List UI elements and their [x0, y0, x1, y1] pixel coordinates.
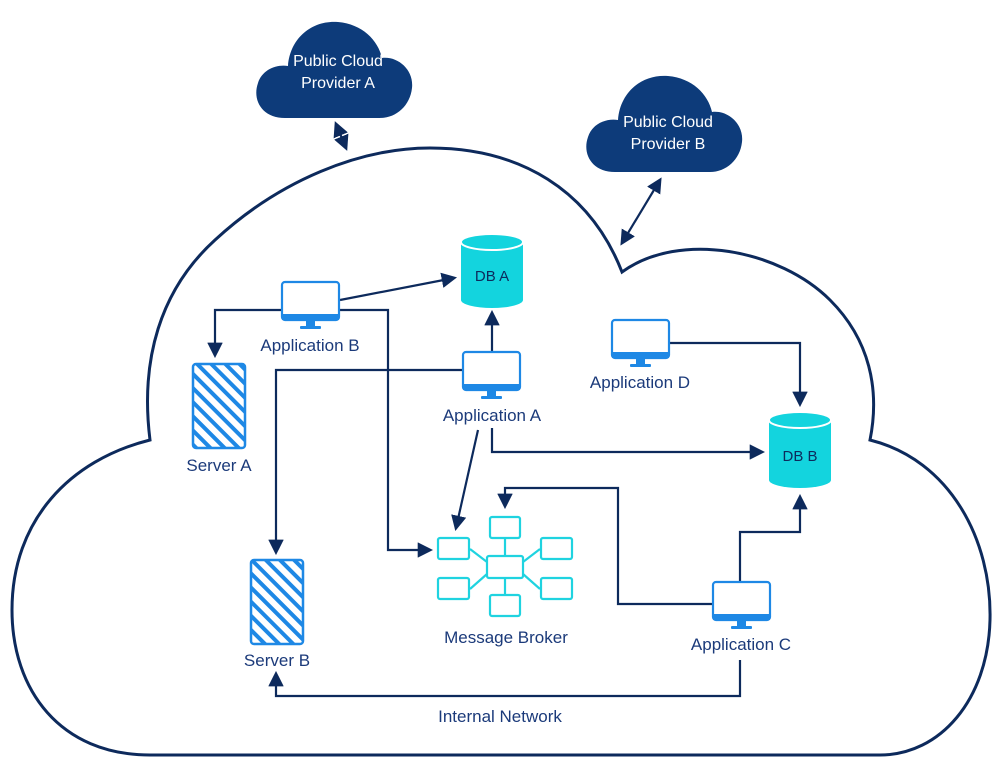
link-provider-b [620, 177, 662, 246]
application-b: Application B [260, 280, 360, 355]
application-b-label: Application B [260, 336, 359, 355]
server-b-label: Server B [244, 651, 310, 670]
public-cloud-provider-a: Public Cloud Provider A [256, 21, 413, 119]
application-c: Application C [691, 580, 791, 654]
application-a-label: Application A [443, 406, 542, 425]
public-cloud-provider-b: Public Cloud Provider B [586, 75, 743, 172]
server-icon [249, 558, 305, 646]
message-broker: Message Broker [436, 515, 574, 647]
provider-b-line2: Provider B [631, 136, 706, 153]
provider-b-line1: Public Cloud [623, 114, 713, 131]
application-c-label: Application C [691, 635, 791, 654]
db-a: DB A [460, 233, 524, 308]
internal-network-label: Internal Network [438, 707, 562, 726]
provider-a-line1: Public Cloud [293, 53, 383, 70]
message-broker-label: Message Broker [444, 628, 568, 647]
provider-a-line2: Provider A [301, 75, 375, 92]
application-d-label: Application D [590, 373, 690, 392]
link-provider-a [333, 121, 349, 151]
server-b: Server B [244, 558, 310, 670]
application-d: Application D [590, 318, 690, 392]
db-b-label: DB B [782, 448, 817, 465]
server-a: Server A [186, 362, 252, 475]
db-a-label: DB A [475, 268, 509, 285]
server-icon [191, 362, 247, 450]
server-a-label: Server A [186, 456, 252, 475]
db-b: DB B [768, 411, 832, 488]
application-a: Application A [443, 350, 542, 425]
connectors [207, 272, 808, 698]
